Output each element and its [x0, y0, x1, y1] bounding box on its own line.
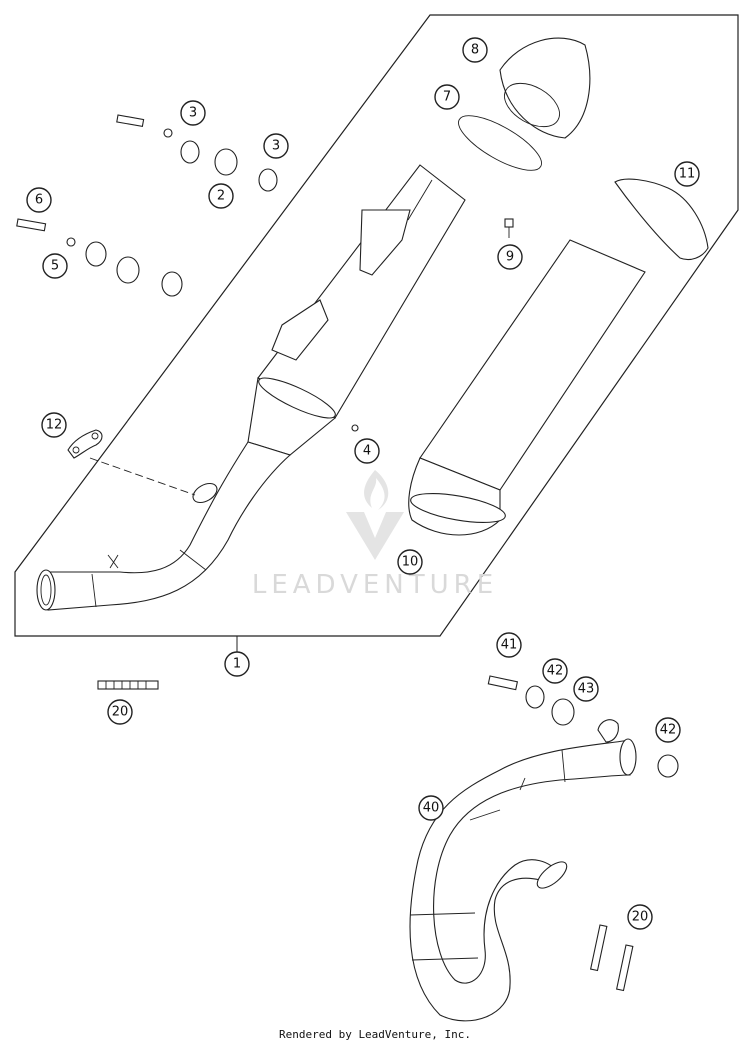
footer-credit: Rendered by LeadVenture, Inc. — [278, 1028, 472, 1041]
callout-4: 4 — [354, 438, 380, 464]
callout-label: 42 — [547, 664, 564, 679]
callout-label: 8 — [471, 43, 479, 58]
callout-2: 2 — [208, 183, 234, 209]
callout-1: 1 — [224, 651, 250, 677]
callout-5: 5 — [42, 253, 68, 279]
muffler-sleeve — [408, 239, 646, 536]
callout-7: 7 — [434, 84, 460, 110]
assembly-outline — [14, 14, 739, 637]
callout-42: 42 — [655, 717, 681, 743]
callout-3: 3 — [180, 100, 206, 126]
callout-label: 43 — [578, 682, 595, 697]
callout-3: 3 — [263, 133, 289, 159]
callout-label: 5 — [51, 259, 59, 274]
seal-ring — [458, 115, 542, 171]
leadventure-v-logo — [346, 512, 404, 560]
callout-label: 41 — [501, 638, 518, 653]
callout-40: 40 — [418, 795, 444, 821]
callout-label: 7 — [443, 90, 451, 105]
callout-label: 12 — [46, 418, 63, 433]
callout-6: 6 — [26, 187, 52, 213]
spring-right — [589, 924, 634, 992]
callout-label: 20 — [112, 705, 129, 720]
spring-left — [97, 680, 159, 690]
muffler-body — [36, 164, 466, 611]
end-cover — [614, 178, 709, 261]
callout-43: 43 — [573, 676, 599, 702]
hardware-upper — [16, 114, 278, 297]
callout-label: 2 — [217, 189, 225, 204]
callout-20: 20 — [107, 699, 133, 725]
callout-9: 9 — [497, 244, 523, 270]
callout-41: 41 — [496, 632, 522, 658]
callout-10: 10 — [397, 549, 423, 575]
header-pipe — [409, 719, 637, 1022]
callout-label: 40 — [423, 801, 440, 816]
bracket-12 — [67, 429, 196, 496]
callout-label: 42 — [660, 723, 677, 738]
leadventure-flame-logo — [364, 470, 389, 510]
callout-label: 4 — [363, 444, 371, 459]
callout-11: 11 — [674, 161, 700, 187]
callout-label: 10 — [402, 555, 419, 570]
callout-label: 11 — [679, 167, 696, 182]
callout-label: 20 — [632, 910, 649, 925]
callout-label: 3 — [272, 139, 280, 154]
watermark: LEADVENTURE — [252, 470, 498, 600]
watermark-text: LEADVENTURE — [252, 570, 498, 600]
screw-9 — [504, 218, 514, 238]
callout-label: 3 — [189, 106, 197, 121]
callout-label: 9 — [506, 250, 514, 265]
end-cap — [499, 37, 591, 139]
callout-42: 42 — [542, 658, 568, 684]
callout-label: 6 — [35, 193, 43, 208]
callout-12: 12 — [41, 412, 67, 438]
callout-20: 20 — [627, 904, 653, 930]
hardware-lower — [487, 675, 679, 778]
callout-label: 1 — [233, 657, 241, 672]
callout-8: 8 — [462, 37, 488, 63]
